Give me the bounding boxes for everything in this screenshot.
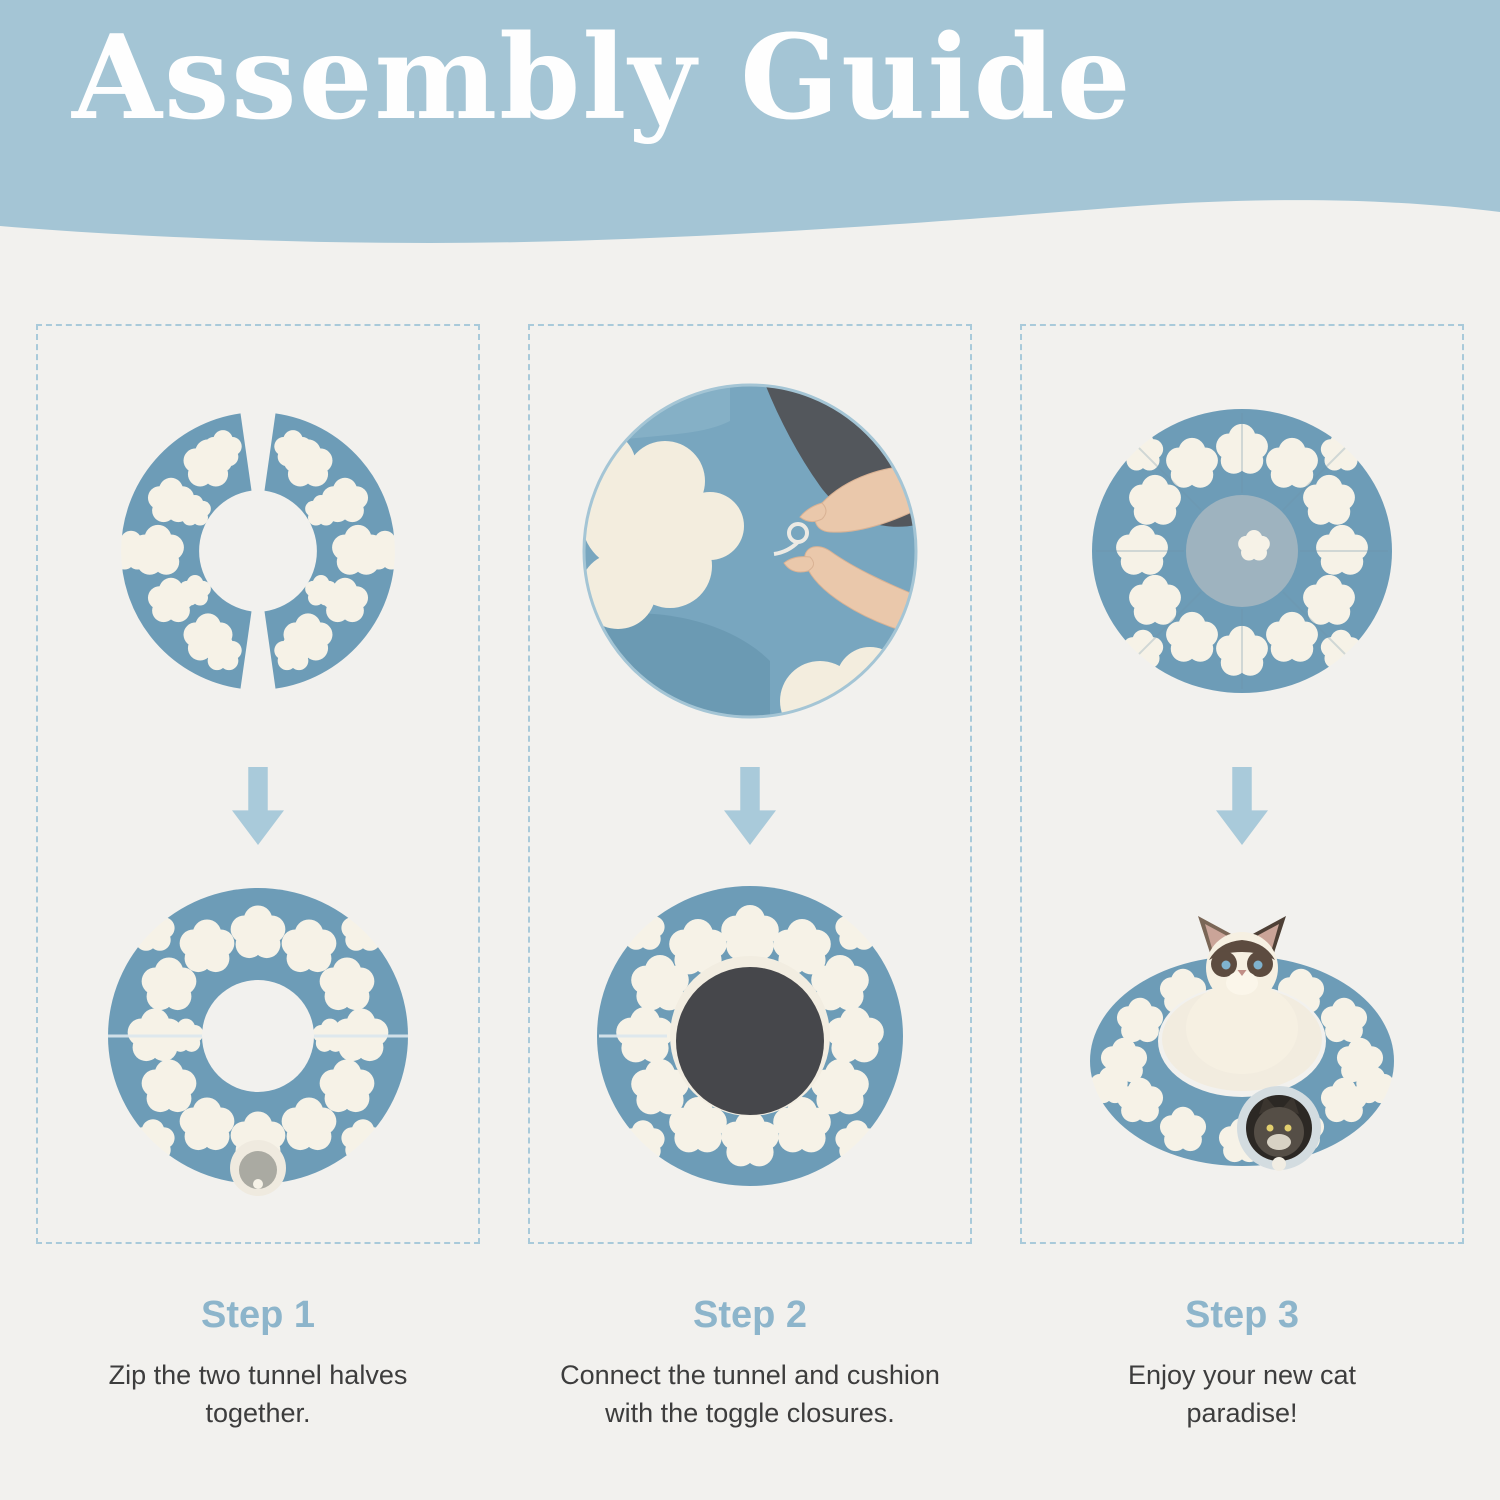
step2-bottom-image (555, 858, 945, 1218)
step1-label: Step 1 (200, 1294, 316, 1336)
step3-arrow (1216, 753, 1268, 858)
two-tunnel-halves-illustration (63, 400, 453, 701)
header-wave-background (0, 0, 1500, 243)
step3-box (1020, 324, 1464, 1244)
cat-illustration (1186, 915, 1298, 1074)
tunnel-ring-top-view-illustration (1047, 395, 1437, 706)
step2-arrow (724, 753, 776, 858)
toggle-loop (773, 521, 809, 556)
assembled-tunnel-ring-illustration (63, 868, 453, 1208)
step1-caption: Step 1 Zip the two tunnel halves togethe… (36, 1294, 480, 1433)
step2-caption: Step 2 Connect the tunnel and cushion wi… (528, 1294, 972, 1433)
cat-in-tunnel-bed-illustration (1047, 855, 1437, 1221)
step1-description: Zip the two tunnel halves together. (108, 1360, 408, 1428)
step3-label: Step 3 (1184, 1294, 1300, 1336)
step1-bottom-image (63, 858, 453, 1218)
page-title: Assembly Guide (72, 10, 1133, 146)
step1-arrow (232, 753, 284, 858)
step2-top-image (570, 348, 930, 753)
step2-box (528, 324, 972, 1244)
header-banner: Assembly Guide (0, 0, 1500, 252)
tunnel-entrance (230, 1140, 286, 1196)
step2-label: Step 2 (692, 1294, 808, 1336)
segment-seams (1096, 412, 1388, 689)
hands-fastening-toggle-photo (582, 383, 918, 718)
steps-row (0, 324, 1500, 1244)
tunnel-ring-with-cushion-illustration (555, 865, 945, 1211)
down-arrow-icon (1216, 766, 1268, 845)
step3-bottom-image (1047, 855, 1437, 1221)
step3-description: Enjoy your new cat paradise! (1127, 1360, 1357, 1428)
step1-top-image (63, 348, 453, 753)
tunnel-entrance-with-peeking-cat (1237, 1085, 1321, 1171)
step3-caption: Step 3 Enjoy your new cat paradise! (1020, 1294, 1464, 1433)
down-arrow-icon (232, 766, 284, 845)
captions-row: Step 1 Zip the two tunnel halves togethe… (0, 1294, 1500, 1433)
step3-top-image (1047, 348, 1437, 753)
step1-box (36, 324, 480, 1244)
down-arrow-icon (724, 766, 776, 845)
step2-description: Connect the tunnel and cushion with the … (560, 1360, 940, 1428)
